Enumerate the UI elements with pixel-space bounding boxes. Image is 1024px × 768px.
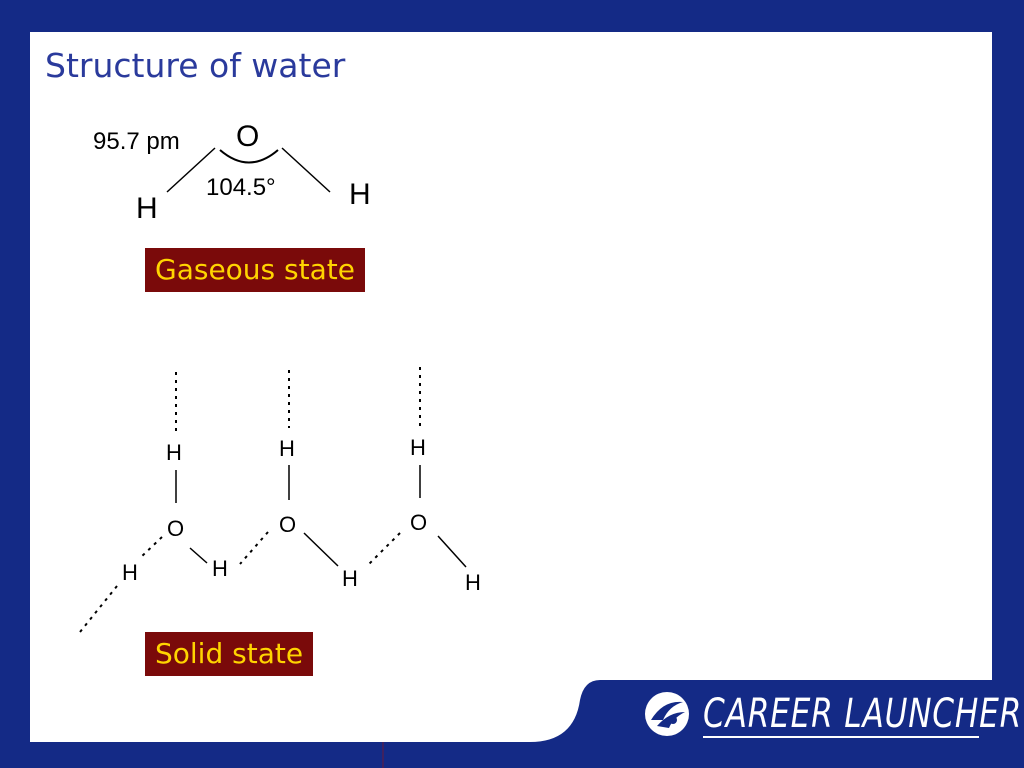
bond-angle-label: 104.5° (206, 174, 276, 201)
logo-text: CAREER LAUNCHER (703, 691, 1023, 737)
solid-oxygen-2: O (279, 512, 297, 537)
solid-hydrogen-top-2: H (279, 436, 295, 461)
solid-state-label: Solid state (145, 632, 314, 676)
bond-right-2 (303, 532, 339, 567)
bond-length-label: 95.7 pm (93, 128, 180, 155)
solid-oxygen-1: O (167, 516, 185, 541)
hbond-left-3 (366, 532, 401, 567)
gaseous-state-label: Gaseous state (145, 248, 365, 292)
slide-title: Structure of water (45, 46, 346, 85)
solid-hydrogen-right-1: H (212, 556, 228, 581)
gaseous-hydrogen-right: H (349, 178, 371, 211)
rocket-swirl-icon (645, 692, 689, 736)
bond-o-h-left (166, 147, 216, 193)
logo-underline (703, 736, 979, 738)
bond-right-3 (437, 535, 467, 568)
hbond-outer-1 (79, 585, 118, 633)
gaseous-hydrogen-left: H (136, 192, 158, 225)
solid-hydrogen-top-1: H (166, 440, 182, 465)
bond-angle-arc (219, 149, 279, 164)
gaseous-oxygen-atom: O (236, 120, 260, 153)
solid-hydrogen-right-2: H (342, 566, 358, 591)
bond-o-h-right (281, 147, 331, 193)
bond-right-1 (189, 547, 208, 564)
solid-hydrogen-left-1: H (122, 560, 138, 585)
hbond-left-1 (139, 536, 163, 559)
career-launcher-logo: CAREER LAUNCHER (643, 688, 1024, 740)
solid-hydrogen-right-3: H (465, 570, 481, 595)
solid-oxygen-3: O (410, 510, 428, 535)
solid-hydrogen-top-3: H (410, 435, 426, 460)
hbond-left-2 (239, 531, 269, 565)
